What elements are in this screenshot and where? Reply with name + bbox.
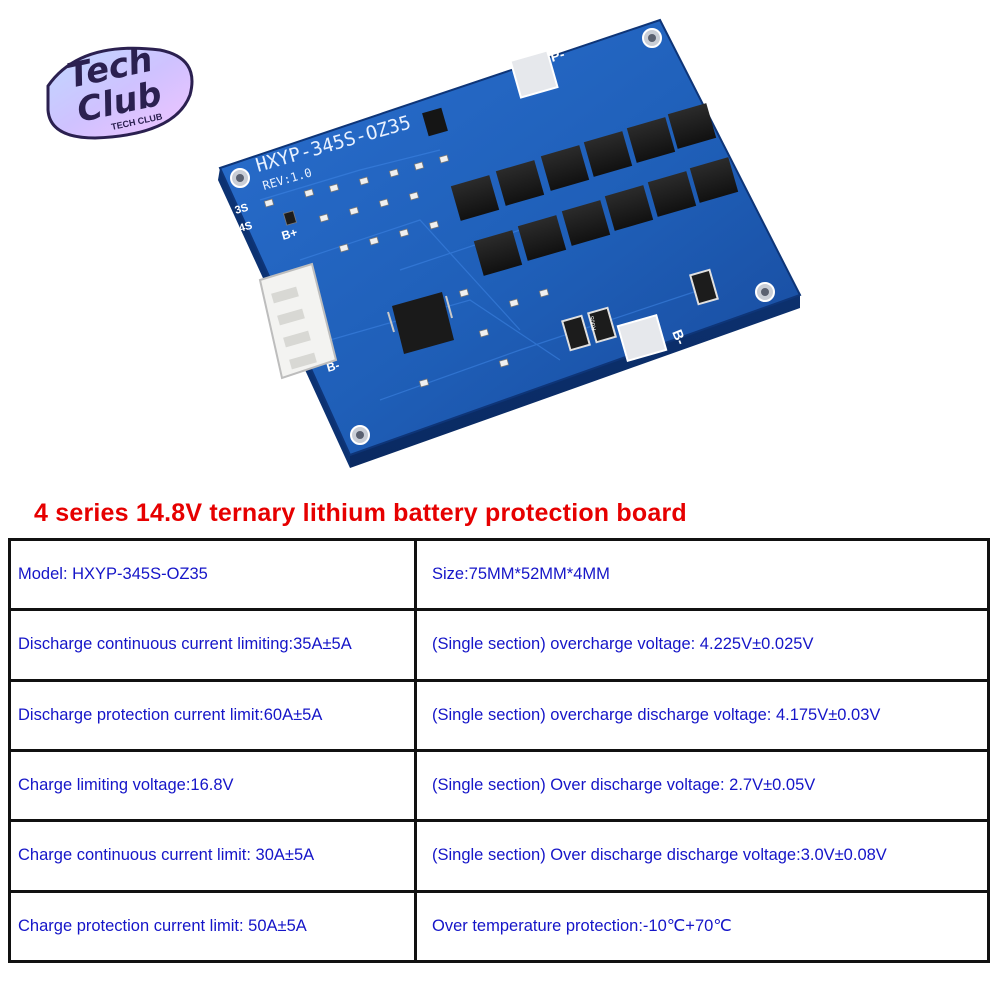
small-ic (422, 107, 448, 137)
table-row: Charge continuous current limit: 30A±5A … (8, 819, 990, 893)
spec-over-discharge-release-voltage: (Single section) Over discharge discharg… (414, 819, 990, 893)
page-title: 4 series 14.8V ternary lithium battery p… (34, 499, 687, 527)
spec-model: Model: HXYP-345S-OZ35 (8, 537, 417, 612)
spec-overcharge-release-voltage: (Single section) overcharge discharge vo… (414, 678, 990, 752)
table-row: Model: HXYP-345S-OZ35 Size:75MM*52MM*4MM (8, 537, 990, 612)
pcb-board: HXYP-345S-OZ35 REV:1.0 P- B- B+ B- 3S 4S (218, 18, 802, 457)
spec-discharge-protection-current: Discharge protection current limit:60A±5… (8, 678, 417, 752)
table-row: Charge protection current limit: 50A±5A … (8, 889, 990, 964)
silk-b-plus: B+ (280, 225, 299, 243)
protection-ic (387, 292, 454, 354)
mounting-holes (230, 28, 775, 445)
silk-p-minus: P- (548, 46, 566, 65)
tech-club-logo: Tech Club TECH CLUB (46, 40, 194, 140)
spec-over-temperature: Over temperature protection:-10℃+70℃ (414, 889, 990, 964)
spec-table: Model: HXYP-345S-OZ35 Size:75MM*52MM*4MM… (8, 537, 990, 964)
balance-connector (258, 262, 338, 380)
spec-charge-continuous-current: Charge continuous current limit: 30A±5A (8, 819, 417, 893)
p-minus-pad (509, 49, 559, 99)
spec-charge-limiting-voltage: Charge limiting voltage:16.8V (8, 748, 417, 823)
table-row: Charge limiting voltage:16.8V (Single se… (8, 748, 990, 823)
mosfet-array (450, 103, 739, 276)
silk-4s: 4S (238, 220, 254, 235)
spec-overcharge-voltage: (Single section) overcharge voltage: 4.2… (414, 608, 990, 682)
spec-size: Size:75MM*52MM*4MM (414, 537, 990, 612)
spec-charge-protection-current: Charge protection current limit: 50A±5A (8, 889, 417, 964)
shunt-resistors: R005 (561, 268, 719, 352)
product-photo: Tech Club TECH CLUB (0, 0, 1000, 495)
table-row: Discharge continuous current limiting:35… (8, 608, 990, 682)
spec-discharge-continuous-current: Discharge continuous current limiting:35… (8, 608, 417, 682)
smd-components (263, 154, 550, 388)
table-row: Discharge protection current limit:60A±5… (8, 678, 990, 752)
spec-over-discharge-voltage: (Single section) Over discharge voltage:… (414, 748, 990, 823)
resistor-code: R005 (589, 315, 598, 331)
silk-3s: 3S (234, 202, 250, 217)
b-minus-pad (616, 313, 668, 363)
silk-b-minus-pad: B- (669, 327, 689, 347)
